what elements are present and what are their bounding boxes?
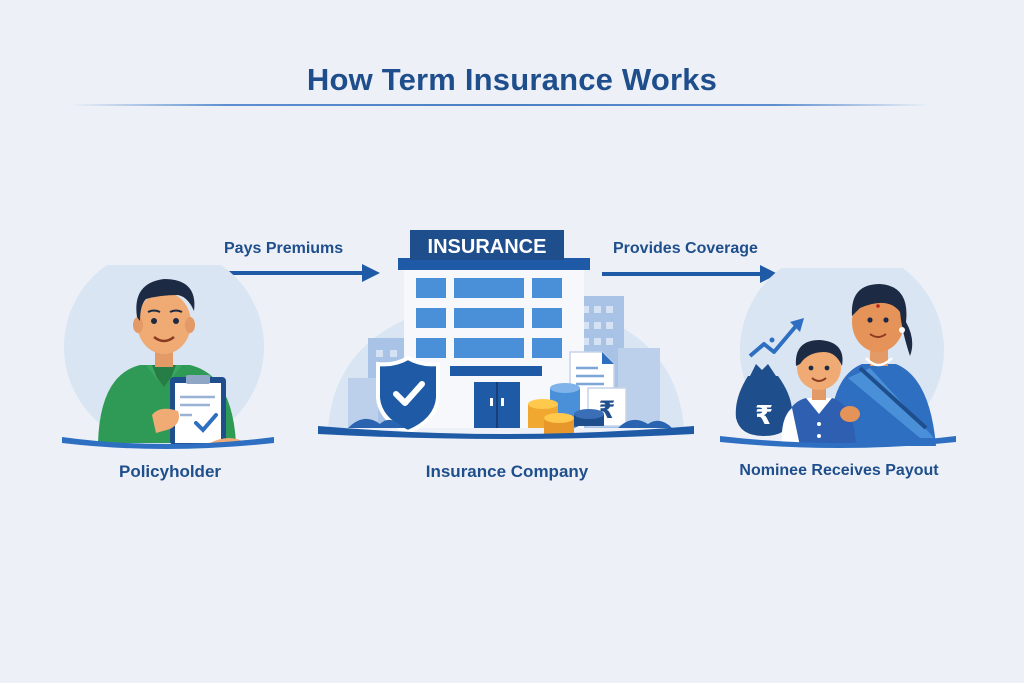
- person-with-clipboard-icon: [62, 265, 274, 449]
- mother-and-child-icon: ₹: [720, 268, 956, 448]
- flow-label-pays-premiums: Pays Premiums: [224, 240, 344, 257]
- node-label-insurance-company: Insurance Company: [425, 462, 589, 481]
- insurance-building-icon: INSURANCE ₹: [318, 230, 694, 439]
- title-divider: [70, 104, 930, 106]
- node-label-nominee: Nominee Receives Payout: [739, 462, 939, 479]
- flow-label-provides-coverage: Provides Coverage: [613, 240, 758, 257]
- arrow-right-icon: [602, 265, 778, 283]
- insurance-sign-text: INSURANCE: [428, 236, 547, 258]
- page-title: How Term Insurance Works: [306, 62, 718, 97]
- rupee-symbol: ₹: [755, 401, 773, 431]
- arrow-right-icon: [228, 264, 380, 282]
- node-label-policyholder: Policyholder: [118, 462, 222, 481]
